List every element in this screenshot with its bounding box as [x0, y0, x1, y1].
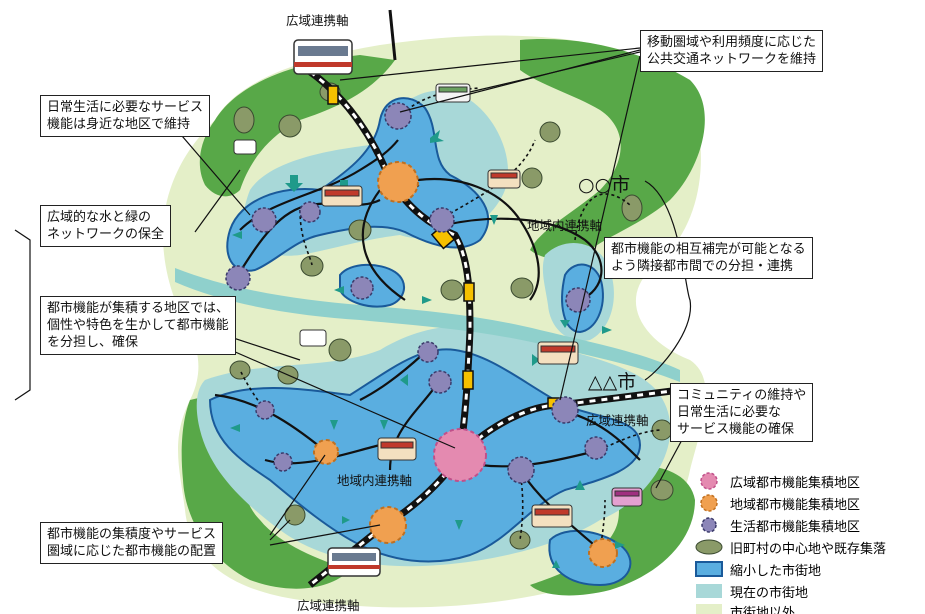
wide-axis-label-bottom: 広域連携軸	[297, 598, 360, 613]
legend-item-wide-hub: 広域都市機能集積地区	[694, 470, 860, 492]
legend-label: 市街地以外	[730, 606, 796, 614]
city-name-b: △△市	[588, 371, 637, 393]
legend-item-old-town: 旧町村の中心地や既存集落	[694, 536, 886, 558]
other-area-swatch	[696, 604, 722, 614]
legend-label: 地域都市機能集積地区	[730, 497, 861, 513]
callout-concentration: 都市機能が集積する地区では、 個性や特色を生かして都市機能 を分担し、確保	[40, 296, 237, 355]
wide-axis-label-top: 広域連携軸	[286, 13, 349, 28]
green-area-northeast	[520, 39, 705, 260]
settlement-swatch	[695, 539, 723, 555]
city-name-a: ○○市	[578, 174, 631, 196]
callout-community: コミュニティの維持や 日常生活に必要な サービス機能の確保	[670, 383, 814, 442]
hubs	[313, 161, 618, 568]
shrunk-urban-swatch	[695, 561, 723, 577]
legend-item-regional-hub: 地域都市機能集積地区	[694, 492, 860, 514]
green-area-north	[199, 55, 395, 197]
legend-item-living-hub: 生活都市機能集積地区	[694, 514, 860, 536]
river	[175, 268, 680, 382]
legend-item-other: 市街地以外	[694, 602, 795, 614]
train-icon	[293, 39, 353, 75]
legend-label: 現在の市街地	[730, 585, 809, 601]
legend-label: 縮小した市街地	[730, 563, 822, 579]
callout-placement: 都市機能の集積度やサービス 圏域に応じた都市機能の配置	[40, 522, 224, 564]
wide-hub-marker	[433, 428, 487, 482]
legend-label: 広域都市機能集積地区	[730, 475, 861, 491]
legend-label: 生活都市機能集積地区	[730, 519, 861, 535]
regional-hub-marker	[377, 161, 419, 203]
local-axis-label-upper: 地域内連携軸	[527, 218, 603, 233]
callout-daily-services: 日常生活に必要なサービス 機能は身近な地区で維持	[40, 95, 211, 137]
wide-hub-swatch	[700, 472, 718, 490]
local-axis-label-lower: 地域内連携軸	[337, 473, 413, 488]
living-hubs	[225, 102, 608, 484]
green-area-southeast	[530, 466, 695, 596]
regional-hub-marker	[369, 506, 407, 544]
legend-item-shrunk-urban: 縮小した市街地	[694, 558, 821, 580]
wide-axis-label-right: 広域連携軸	[586, 413, 649, 428]
bus-icon	[321, 83, 643, 528]
living-hub-swatch	[701, 517, 717, 533]
callout-water-green: 広域的な水と緑の ネットワークの保全	[40, 205, 172, 247]
regional-hub-marker	[588, 538, 618, 568]
regional-hub-swatch	[700, 494, 718, 512]
train-icon	[327, 547, 381, 577]
current-urban-swatch	[696, 584, 722, 598]
legend-item-current-urban: 現在の市街地	[694, 580, 808, 602]
shrunk-urban-north	[226, 97, 490, 272]
legend-label: 旧町村の中心地や既存集落	[730, 541, 887, 557]
regional-hub-marker	[313, 439, 339, 465]
van-icon	[233, 139, 327, 347]
callout-transit-network: 移動圏域や利用頻度に応じた 公共交通ネットワークを維持	[640, 30, 824, 72]
callout-mutual-complement: 都市機能の相互補完が可能となる よう隣接都市間での分担・連携	[604, 237, 813, 279]
